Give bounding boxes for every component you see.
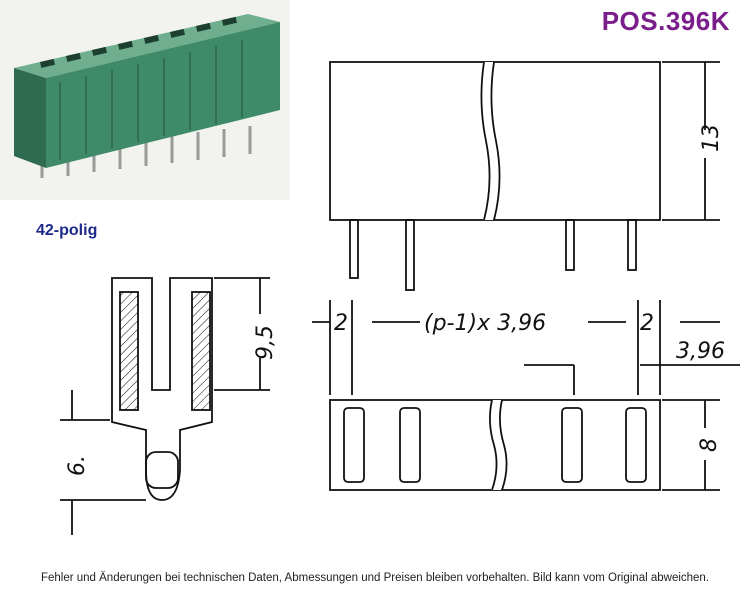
dim-height-top-label: 13 [699,124,724,152]
product-photo [0,0,290,200]
dim-pitch-label: (p-1)x 3,96 [424,311,546,336]
pole-count-caption: 42-polig [36,222,98,239]
disclaimer-text: Fehler und Änderungen bei technischen Da… [40,572,710,584]
technical-drawing: 13 2 (p-1)x 3,96 2 3,96 8 9,5 6. [60,61,740,535]
dim-depth-label: 8 [697,438,722,452]
product-code-title: POS.396K [601,6,730,36]
dim-pin-offset-label: 6. [65,455,90,476]
dim-pitch-single-label: 3,96 [676,339,725,364]
dim-edge-left-label: 2 [334,311,348,336]
dim-contact-height-label: 9,5 [253,325,278,360]
dim-edge-right-label: 2 [640,311,654,336]
